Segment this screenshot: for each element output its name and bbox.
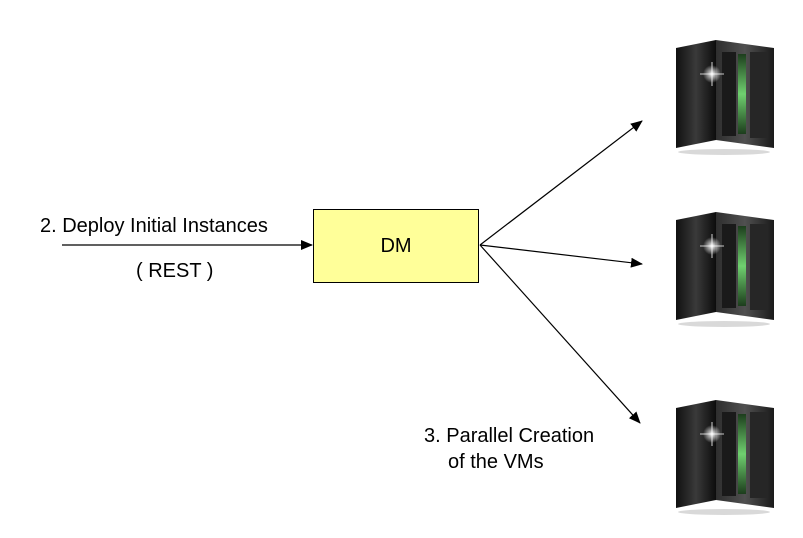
deploy-label: 2. Deploy Initial Instances	[40, 215, 268, 237]
server-icon	[676, 212, 774, 327]
rest-label: ( REST )	[136, 260, 214, 282]
dm-node-label: DM	[380, 234, 412, 257]
arrow-to-server-1	[479, 120, 643, 246]
arrow-to-server-3	[479, 244, 641, 424]
parallel-creation-label-line1: 3. Parallel Creation	[424, 425, 595, 447]
arrow-to-server-2	[479, 244, 643, 268]
dm-node: DM	[313, 209, 479, 283]
server-icon	[676, 400, 774, 515]
parallel-creation-label-line2: of the VMs	[448, 451, 544, 473]
server-icon	[676, 40, 774, 155]
